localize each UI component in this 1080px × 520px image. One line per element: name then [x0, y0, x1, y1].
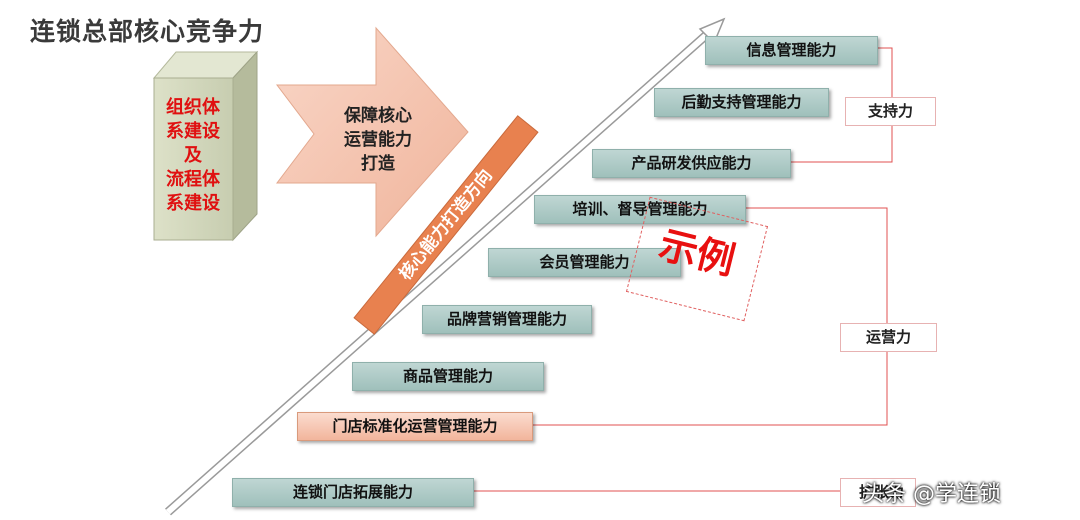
cube-label-line: 系建设 — [166, 121, 220, 142]
arrow-label-line: 运营能力 — [344, 130, 412, 150]
cube-label-line: 流程体 — [166, 169, 220, 190]
capability-box-logistics: 后勤支持管理能力 — [654, 88, 829, 117]
cube-shape — [152, 50, 259, 242]
cube-label-line: 及 — [184, 145, 202, 166]
capability-box-expansion: 连锁门店拓展能力 — [232, 478, 474, 507]
arrow-label: 保障核心 运营能力 打造 — [318, 104, 438, 176]
capability-box-store-ops: 门店标准化运营管理能力 — [297, 412, 533, 441]
cube-label: 组织体 系建设 及 流程体 系建设 — [158, 96, 228, 216]
capability-box-info: 信息管理能力 — [705, 36, 878, 65]
cube-label-line: 组织体 — [166, 97, 220, 118]
capability-box-product: 产品研发供应能力 — [592, 149, 791, 178]
arrow-label-line: 打造 — [361, 154, 395, 174]
cube-label-line: 系建设 — [166, 193, 220, 214]
category-support: 支持力 — [845, 97, 936, 126]
capability-box-brand: 品牌营销管理能力 — [422, 305, 592, 334]
arrow-label-line: 保障核心 — [344, 106, 412, 126]
capability-box-merchandise: 商品管理能力 — [352, 362, 544, 391]
page-title: 连锁总部核心竞争力 — [30, 17, 265, 46]
capability-box-member: 会员管理能力 — [488, 248, 681, 277]
watermark: 头条 @学连锁 — [862, 482, 1001, 507]
big-arrow-shape — [275, 26, 469, 238]
capability-box-training: 培训、督导管理能力 — [534, 195, 746, 224]
category-operation: 运营力 — [840, 323, 937, 352]
direction-band — [353, 115, 539, 335]
category-expansion: 扩张力 — [840, 478, 916, 507]
